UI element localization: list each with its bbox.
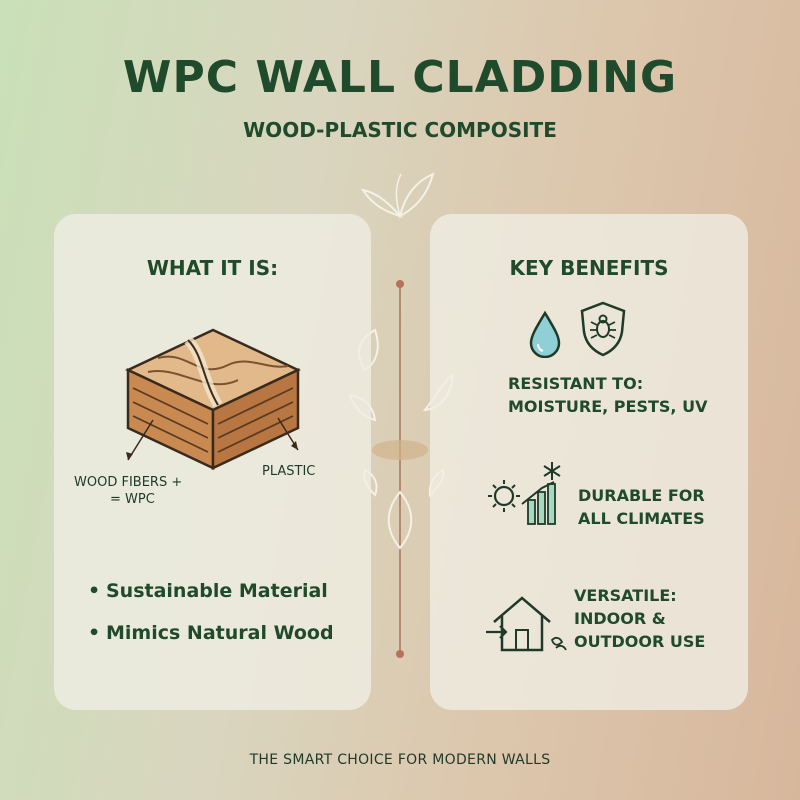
leaf-sprig-top-icon [360,172,435,218]
key-benefits-heading: KEY BENEFITS [509,256,669,280]
footer-tagline: THE SMART CHOICE FOR MODERN WALLS [249,752,551,768]
what-it-is-card: WHAT IT IS: [54,214,371,710]
water-drop-icon [529,310,561,358]
plastic-label: PLASTIC [262,464,316,479]
benefit-resistant: RESISTANT TO: MOISTURE, PESTS, UV [508,374,708,416]
divider-dot-bottom [396,650,404,658]
page-subtitle: WOOD-PLASTIC COMPOSITE [243,118,557,142]
bullet-sustainable: •Sustainable Material [88,580,328,602]
divider-dot-top [396,280,404,288]
page-title: WPC WALL CLADDING [122,52,678,103]
key-benefits-card: KEY BENEFITS [430,214,748,710]
benefit-durable: DURABLE FOR ALL CLIMATES [578,486,705,528]
shield-bug-icon [580,301,626,357]
equals-wpc-label: = WPC [110,492,155,507]
benefit-versatile: VERSATILE: INDOOR & OUTDOOR USE [574,586,706,651]
wood-fibers-label: WOOD FIBERS + [74,475,183,490]
wpc-block-icon [125,328,301,470]
center-divider [399,283,401,653]
sun-snow-climate-icon [488,462,561,525]
what-it-is-heading: WHAT IT IS: [146,256,279,280]
bullet-mimics-wood: •Mimics Natural Wood [88,622,334,644]
house-arrow-icon [486,596,567,652]
